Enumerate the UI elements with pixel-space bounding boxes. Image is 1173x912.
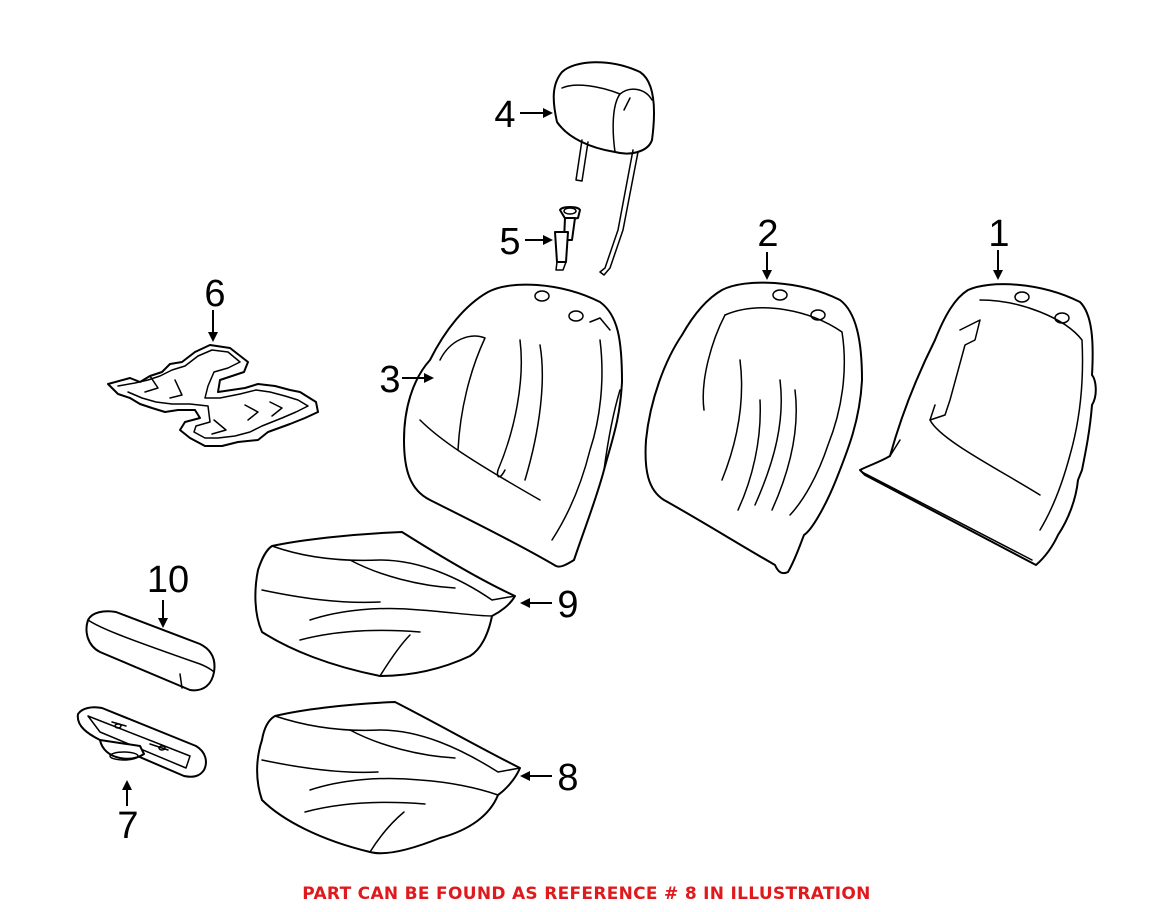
part-10-trim-pad: [85, 610, 216, 692]
part-6-heating-mat: [107, 344, 319, 447]
part-5-guide-sleeve: [554, 206, 581, 271]
callout-7: 7: [117, 805, 138, 847]
part-7-switch-panel: [76, 706, 207, 778]
part-9-seat-cover: [254, 531, 516, 677]
callout-3: 3: [379, 359, 400, 401]
callout-4: 4: [494, 94, 515, 136]
callout-10: 10: [147, 559, 189, 601]
callout-6: 6: [204, 273, 225, 315]
callout-2: 2: [757, 213, 778, 255]
part-4-headrest: [552, 61, 655, 276]
callout-9: 9: [557, 584, 578, 626]
callout-8: 8: [557, 757, 578, 799]
part-8-seat-pad: [256, 701, 521, 855]
part-1-backrest-panel: [859, 283, 1097, 566]
part-2-backrest-pad: [644, 281, 863, 575]
part-3-backrest-cover: [403, 283, 623, 568]
callout-5: 5: [499, 221, 520, 263]
callout-labels: 1 2 3 4 5 6 7 8 9 10: [117, 94, 1009, 847]
callout-arrows: [122, 108, 1003, 806]
reference-note: PART CAN BE FOUND AS REFERENCE # 8 IN IL…: [302, 884, 871, 904]
callout-1: 1: [988, 213, 1009, 255]
